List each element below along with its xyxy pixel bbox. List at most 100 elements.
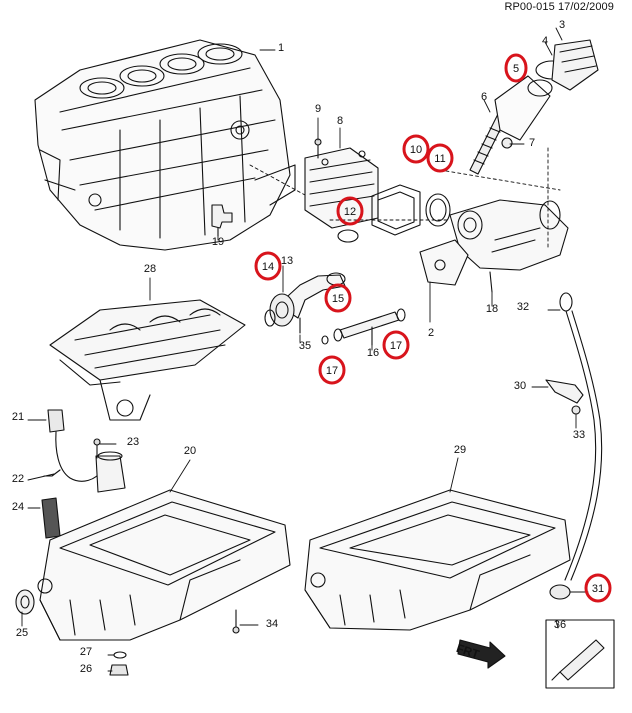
oil-filter-housing-drawing <box>419 199 569 286</box>
callout-housing-gasket: 11 <box>426 143 454 173</box>
callout-label: 17 <box>390 340 402 352</box>
callout-sensor-harness: 22 <box>12 473 24 485</box>
callout-tube-o-ring-left: 17 <box>318 355 346 385</box>
callout-label: 9 <box>315 103 321 115</box>
callout-label: 32 <box>517 301 529 313</box>
callout-label: 30 <box>514 380 526 392</box>
cooler-gaskets-drawing <box>371 184 451 236</box>
callout-label: 24 <box>12 501 24 513</box>
highlight-ring <box>402 134 430 164</box>
oil-level-sensor-drawing <box>43 409 126 493</box>
callout-label: 13 <box>281 255 293 267</box>
callout-label: 28 <box>144 263 156 275</box>
callout-label: 31 <box>592 583 604 595</box>
callout-label: 7 <box>529 137 535 149</box>
oil-cooler-drawing <box>304 138 379 243</box>
callout-label: 14 <box>262 261 274 273</box>
callout-label: 3 <box>559 19 565 31</box>
highlight-ring <box>254 251 282 281</box>
callout-dipstick-tube-seal: 31 <box>584 573 612 603</box>
callout-label: 15 <box>332 293 344 305</box>
callout-cap-seal-ring: 4 <box>542 35 548 47</box>
oil-pan-a-drawing <box>37 489 291 641</box>
callout-filter-stud: 7 <box>529 137 535 149</box>
drain-hardware-drawing <box>109 609 240 676</box>
callout-label: 12 <box>344 206 356 218</box>
oil-pressure-switch-drawing <box>211 204 233 237</box>
callout-label: 4 <box>542 35 548 47</box>
callout-label: 29 <box>454 444 466 456</box>
diagram-reference: RP00-015 17/02/2009 <box>504 1 614 13</box>
callout-sealant-tube: 36 <box>554 619 566 631</box>
callout-label: 35 <box>299 340 311 352</box>
callout-oil-pipe: 13 <box>281 255 293 267</box>
engine-block-drawing <box>34 39 296 251</box>
callout-label: 25 <box>16 627 28 639</box>
callout-label: 22 <box>12 473 24 485</box>
callout-label: 2 <box>428 327 434 339</box>
leader-lines <box>21 27 589 672</box>
dipstick-drawing <box>545 292 603 600</box>
callout-label: 6 <box>481 91 487 103</box>
callout-label: 8 <box>337 115 343 127</box>
callout-pipe-flange-gasket: 14 <box>254 251 282 281</box>
callout-label: 10 <box>410 144 422 156</box>
callout-oil-pan-a: 20 <box>184 445 196 457</box>
housing-bolt-drawing <box>489 271 493 293</box>
callout-label: 20 <box>184 445 196 457</box>
highlight-ring <box>324 283 352 313</box>
highlight-ring <box>504 53 528 83</box>
callout-oil-pressure-switch: 19 <box>212 236 224 248</box>
sealant-tube-box <box>545 619 615 689</box>
callout-oil-cooler: 8 <box>337 115 343 127</box>
callout-label: 26 <box>80 663 92 675</box>
highlight-ring <box>336 196 364 226</box>
highlight-ring <box>318 355 346 385</box>
baffle-plate-drawing <box>49 299 246 421</box>
connecting-tube-drawing <box>321 308 406 346</box>
callout-connecting-tube: 16 <box>367 347 379 359</box>
callout-label: 23 <box>127 436 139 448</box>
parts-drawing <box>15 27 615 689</box>
callout-cooler-o-ring: 12 <box>336 196 364 226</box>
callout-label: 27 <box>80 646 92 658</box>
callout-label: 16 <box>367 347 379 359</box>
callout-pan-bolt: 34 <box>266 618 278 630</box>
callout-tube-o-ring-right: 17 <box>382 330 410 360</box>
callout-dipstick-bracket: 30 <box>514 380 526 392</box>
callout-oil-filter-housing: 2 <box>428 327 434 339</box>
callout-engine-block: 1 <box>278 42 284 54</box>
callout-label: 17 <box>326 365 338 377</box>
callout-drain-plug: 26 <box>80 663 92 675</box>
callout-oil-filter-cap: 3 <box>559 19 565 31</box>
callout-label: 1 <box>278 42 284 54</box>
callout-label: 18 <box>486 303 498 315</box>
callout-label: 19 <box>212 236 224 248</box>
callout-oil-pan-plug: 24 <box>12 501 24 513</box>
callout-label: 11 <box>434 153 445 165</box>
callout-pipe-bolt: 35 <box>299 340 311 352</box>
highlight-ring <box>382 330 410 360</box>
callout-baffle-plate: 28 <box>144 263 156 275</box>
callout-cooler-gasket: 10 <box>402 134 430 164</box>
callout-sensor-bolt: 23 <box>127 436 139 448</box>
front-direction-arrow <box>457 639 506 669</box>
callout-housing-bolt: 18 <box>486 303 498 315</box>
callout-oil-level-sensor: 21 <box>12 411 24 423</box>
oil-pan-b-drawing <box>304 489 571 631</box>
callout-bracket-bolt: 33 <box>573 429 585 441</box>
callout-cooler-bolt: 9 <box>315 103 321 115</box>
callout-label: 33 <box>573 429 585 441</box>
callout-label: 34 <box>266 618 278 630</box>
callout-drain-washer: 25 <box>16 627 28 639</box>
callout-oil-pan-b: 29 <box>454 444 466 456</box>
callout-oil-filter-element: 5 <box>504 53 528 83</box>
highlight-ring <box>584 573 612 603</box>
highlight-ring <box>426 143 454 173</box>
callout-label: 21 <box>12 411 24 423</box>
callout-dipstick: 32 <box>517 301 529 313</box>
callout-label: 36 <box>554 619 566 631</box>
callout-filter-spring-stem: 6 <box>481 91 487 103</box>
